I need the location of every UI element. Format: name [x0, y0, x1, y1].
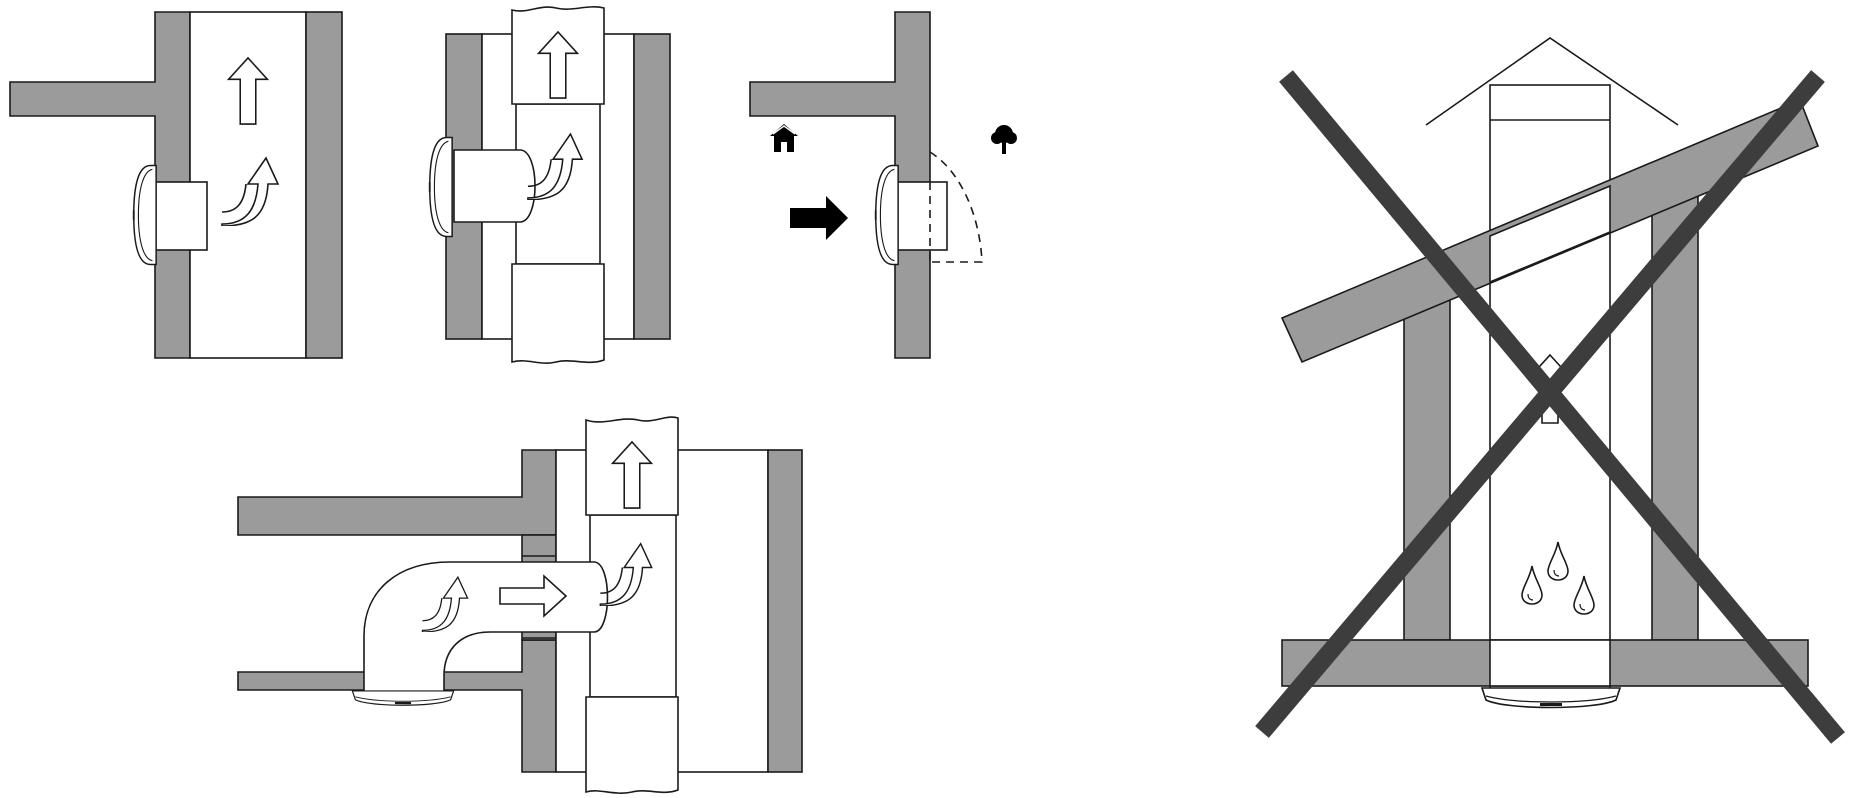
right-wall [305, 11, 343, 359]
lower-pipe-section [585, 696, 679, 794]
right-wall [633, 33, 671, 340]
left-post [1403, 295, 1451, 641]
fan-unit-icon [1481, 687, 1621, 709]
wall-duct [453, 149, 536, 223]
fan-unit-icon [428, 136, 454, 238]
right-arrow-icon [790, 196, 848, 240]
wall-duct [154, 181, 208, 251]
lower-pipe-section [511, 263, 605, 364]
cross-mark-icon [1255, 70, 1845, 744]
panel-1-wall-mount-straight-shaft [9, 11, 343, 359]
wall-duct [894, 181, 948, 251]
right-wall [767, 449, 803, 773]
flap-swing-indicator [929, 151, 983, 263]
fan-unit-icon [132, 164, 158, 266]
ceiling-slab [9, 11, 191, 359]
fan-unit-icon [351, 690, 455, 706]
tree-icon [991, 125, 1017, 154]
ceiling-slab [749, 11, 931, 359]
roof-outline [1425, 37, 1679, 126]
panel-4-ceiling-elbow-to-shaft [237, 416, 803, 794]
upper-ceiling-slab [237, 449, 557, 536]
panel-5-incorrect-installation [1255, 37, 1845, 744]
panel-3-outdoor-wall-mount [749, 11, 1017, 359]
beam-gap [1489, 184, 1611, 284]
panel-2-duct-into-shaft [428, 6, 671, 364]
house-icon [770, 124, 798, 152]
fan-unit-icon [874, 164, 900, 266]
slab-opening [1489, 639, 1611, 687]
